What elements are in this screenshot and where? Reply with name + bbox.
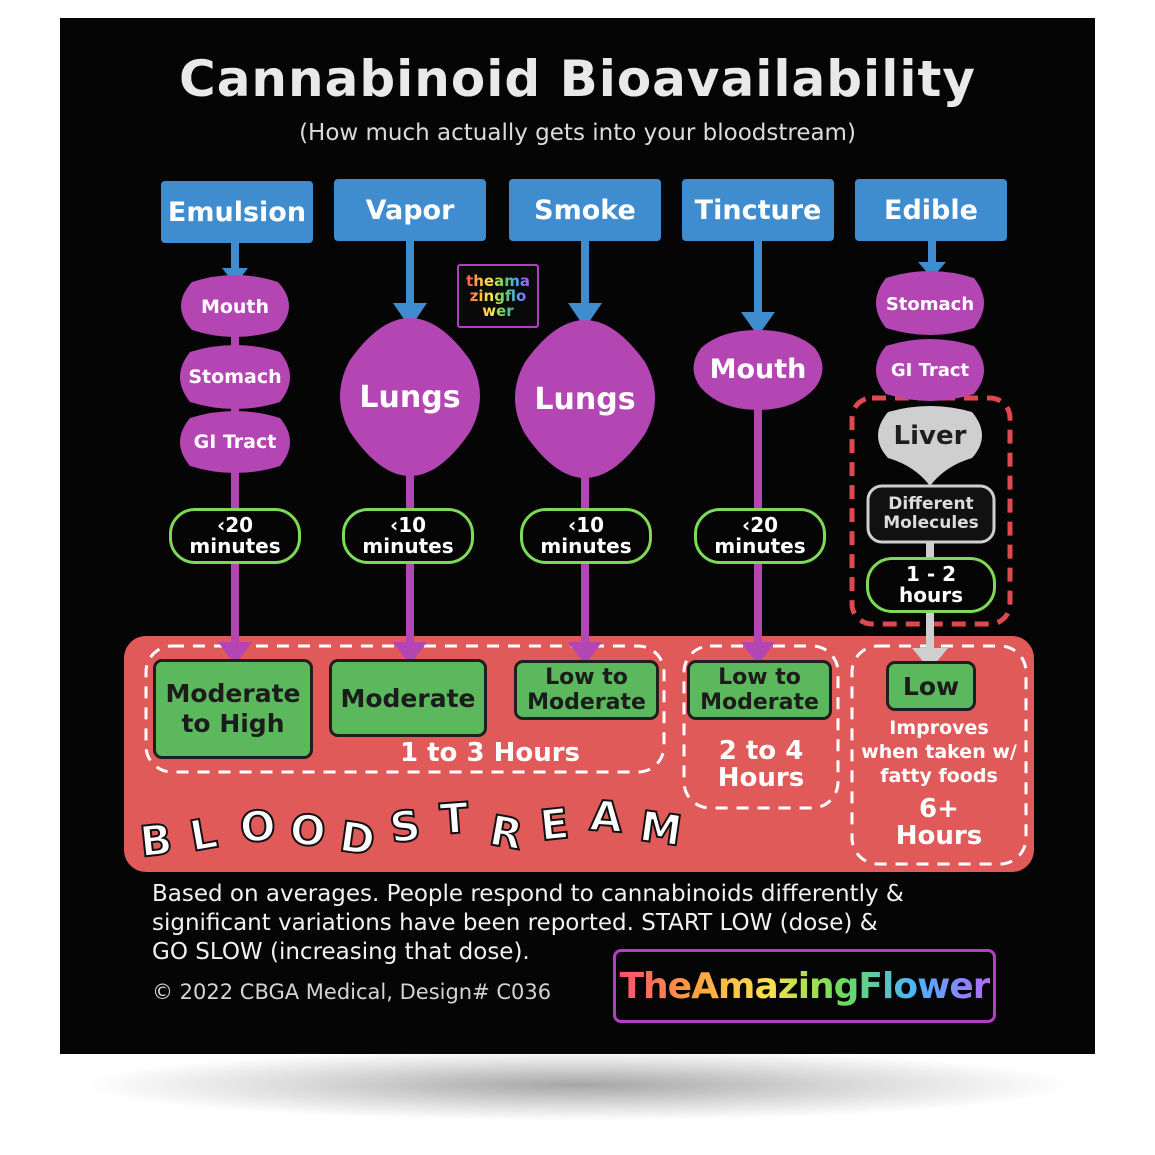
bloodstream-letter: T [437, 792, 471, 845]
method-vapor: Vapor [334, 179, 486, 241]
result-edible: Low [886, 661, 976, 711]
bloodstream-letter: O [287, 804, 328, 857]
organ-shape [515, 320, 655, 478]
duration-group-edible [850, 644, 1028, 866]
small-brand-logo: theamazingflower [457, 264, 539, 328]
duration-group-1-label: 1 to 3 Hours [399, 738, 581, 768]
bloodstream-letter: E [537, 798, 573, 852]
page-subtitle: (How much actually gets into your bloods… [299, 120, 856, 146]
duration-edible-label: 6+Hours [895, 794, 983, 851]
organ-shape [180, 411, 290, 473]
organ-label: Mouth [200, 296, 270, 318]
method-smoke: Smoke [509, 179, 661, 241]
organ-shape [693, 330, 823, 410]
bloodstream-letter: D [336, 811, 379, 866]
small-logo-text: theamazingflower [466, 271, 530, 320]
bloodstream-letter: S [386, 799, 425, 854]
organ-label: Stomach [885, 293, 975, 315]
brand-logo-text: TheAmazingFlower [619, 965, 990, 1007]
organ-label: Mouth [709, 353, 807, 385]
organ-shape [181, 275, 289, 337]
result-vapor: Moderate [329, 659, 487, 737]
method-tincture: Tincture [682, 179, 834, 241]
disclaimer: Based on averages. People respond to can… [152, 881, 904, 965]
molecules-box [866, 484, 996, 544]
bloodstream-letter: O [237, 800, 278, 853]
bloodstream-letter: B [137, 813, 176, 867]
copyright: © 2022 CBGA Medical, Design# C036 [152, 980, 552, 1004]
method-edible: Edible [855, 179, 1007, 241]
organ-shape [876, 339, 984, 401]
bloodstream-letter: R [485, 805, 527, 861]
brand-logo: TheAmazingFlower [613, 949, 996, 1023]
organ-shape [340, 318, 480, 476]
organ-label: GI Tract [890, 359, 970, 381]
organ-label: Stomach [188, 366, 282, 388]
organ-shape [180, 345, 290, 409]
organ-shape [876, 271, 984, 335]
bloodstream-letter: L [185, 807, 222, 862]
organ-label: Lungs [359, 379, 461, 415]
liver-label: Liver [893, 421, 967, 451]
organ-label: Lungs [534, 381, 636, 417]
method-emulsion: Emulsion [161, 181, 313, 243]
page-title: Cannabinoid Bioavailability [179, 50, 976, 108]
liver-shape [878, 406, 982, 486]
poster-shadow [90, 1050, 1065, 1120]
bloodstream-letter: M [636, 800, 686, 856]
organ-label: GI Tract [193, 431, 277, 453]
bloodstream-letter: A [587, 790, 625, 843]
